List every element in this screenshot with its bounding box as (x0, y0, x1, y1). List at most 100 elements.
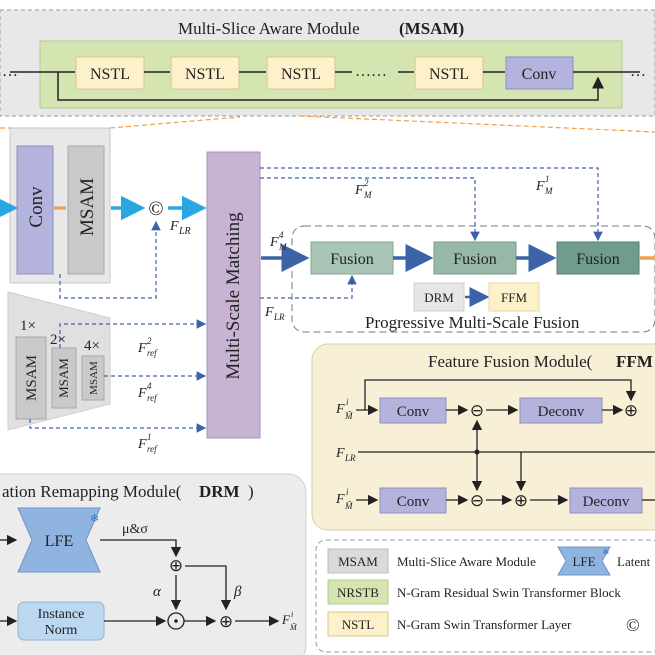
nstl-label-2: NSTL (185, 66, 225, 83)
pmf-frame (291, 225, 655, 333)
ffm-plus-top: ⊕ (624, 401, 638, 420)
ffm-chip-label: FFM (501, 290, 527, 305)
nstl-block-3 (266, 56, 336, 90)
ffm-deconv-top (519, 397, 603, 424)
encoder-msam-label: MSAM (77, 178, 98, 236)
nstl-block-1 (75, 56, 145, 90)
drm-chip (413, 282, 465, 312)
nstl-label-4: NSTL (429, 66, 469, 83)
f-ref-2-sup: 2 (147, 336, 152, 346)
ffm-panel: Feature Fusion Module( FFM F i M̃ Conv ⊖… (311, 343, 655, 531)
progressive-fusion: Progressive Multi-Scale Fusion F 4 M Fus… (260, 167, 655, 333)
ffm-input-top-sub: M̃ (344, 411, 353, 421)
msam-left-dots: … (2, 63, 18, 80)
legend-snowflake-icon: ❄ (602, 547, 610, 557)
drm-chip-label: DRM (424, 290, 454, 305)
ffm-input-top: F (335, 402, 345, 417)
ffm-minus-bottom: ⊖ (470, 491, 484, 510)
beta-label: β (233, 584, 242, 600)
ffm-input-bottom-sub: M̃ (344, 501, 353, 511)
msam-right-dots: … (630, 63, 646, 80)
ref-scale-4x: 4× (84, 338, 100, 354)
fm1-sup: 1 (545, 174, 550, 184)
snowflake-icon: ❄ (90, 513, 99, 525)
f-ref-4-sup: 4 (147, 381, 152, 391)
f-ref-4-sub: ref (147, 393, 158, 403)
msam-panel: Multi-Slice Aware Module (MSAM) … NSTL N… (0, 9, 655, 117)
msam-title-abbr: (MSAM) (399, 19, 464, 38)
legend-key-msam: MSAM (338, 554, 378, 569)
fm1-sub: M (544, 186, 553, 196)
fm4: F (269, 235, 279, 250)
ffm-f-lr: F (335, 446, 345, 461)
fm4-sub: M (278, 242, 287, 252)
legend-swatch-nrstb (327, 579, 389, 605)
fusion-block-3 (556, 241, 640, 275)
ref-msam-4x (81, 355, 105, 401)
ffm-conv-bottom (379, 487, 447, 514)
ffm-plus-bottom: ⊕ (514, 491, 528, 510)
ffm-minus-top: ⊖ (470, 401, 484, 420)
legend-text-msam: Multi-Slice Aware Module (397, 554, 536, 569)
lr-encoder: Conv MSAM © F LR (0, 127, 207, 299)
ref-msam-2x (51, 347, 77, 409)
legend-key-nstl: NSTL (342, 617, 375, 632)
legend-lfe-label: LFE (572, 554, 595, 569)
f-ref-1-sub: ref (147, 444, 158, 454)
ref-scale-2x: 2× (50, 332, 66, 348)
fusion-label-3: Fusion (576, 251, 620, 268)
ref-msam-1x-label: MSAM (24, 355, 40, 401)
drm-plus-bottom: ⊕ (219, 612, 233, 631)
f-ref-4: F (137, 386, 147, 401)
nstl-label-1: NSTL (90, 66, 130, 83)
drm-out-sub: M̃ (289, 623, 298, 632)
mu-sigma-label: μ&σ (122, 522, 148, 537)
nstl-block-4 (414, 56, 484, 90)
drm-out-sup: i (291, 610, 293, 619)
lfe-label: LFE (45, 533, 73, 550)
encoder-f-lr-sub: LR (178, 226, 191, 237)
ffm-deconv-bottom-label: Deconv (583, 494, 630, 510)
drm-panel-title-abbr: DRM (199, 482, 240, 501)
f-ref-1-sup: 1 (147, 432, 152, 442)
ffm-input-bottom: F (335, 492, 345, 507)
ffm-input-top-sup: i (346, 397, 349, 407)
fusion-label-2: Fusion (453, 251, 497, 268)
alpha-label: α (153, 584, 162, 600)
legend-latent: Latent (617, 554, 651, 569)
ref-msam-4x-label: MSAM (88, 361, 100, 395)
pmf-title: Progressive Multi-Scale Fusion (365, 313, 580, 332)
ffm-panel-title: Feature Fusion Module( (428, 352, 593, 371)
msm-label: Multi-Scale Matching (223, 212, 244, 380)
legend-swatch-msam (327, 548, 389, 574)
legend-lfe-swatch (557, 546, 611, 576)
encoder-msam-block (67, 145, 105, 275)
ref-msam-2x-label: MSAM (56, 358, 71, 398)
encoder-f-lr: F (169, 219, 179, 234)
fusion-label-1: Fusion (330, 251, 374, 268)
ref-scale-1x: 1× (20, 318, 36, 334)
ffm-f-lr-sub: LR (344, 453, 356, 463)
legend-key-nrstb: NRSTB (337, 585, 379, 600)
f-ref-2: F (137, 341, 147, 356)
ffm-input-bottom-sup: i (346, 487, 349, 497)
drm-plus-top: ⊕ (169, 556, 183, 575)
ffm-conv-top-label: Conv (397, 404, 430, 420)
fm4-sup: 4 (279, 230, 284, 240)
ref-pyramid: 1× 2× 4× MSAM MSAM MSAM F 2 ref F 4 ref … (7, 291, 207, 454)
drm-panel-title-close: ) (248, 482, 254, 501)
legend: MSAM Multi-Slice Aware Module LFE ❄ Late… (315, 539, 655, 653)
concat-symbol: © (148, 198, 163, 220)
ffm-deconv-bottom (569, 487, 643, 514)
fusion-block-1 (310, 241, 394, 275)
msam-middle-dots: …… (355, 63, 387, 80)
drm-out: F (281, 612, 291, 627)
msam-conv-label: Conv (522, 66, 557, 83)
fm2: F (354, 183, 364, 198)
ffm-chip (488, 282, 540, 312)
legend-text-nrstb: N-Gram Residual Swin Transformer Block (397, 585, 621, 600)
f-ref-2-sub: ref (147, 348, 158, 358)
f-ref-1: F (137, 437, 147, 452)
legend-text-nstl: N-Gram Swin Transformer Layer (397, 617, 572, 632)
